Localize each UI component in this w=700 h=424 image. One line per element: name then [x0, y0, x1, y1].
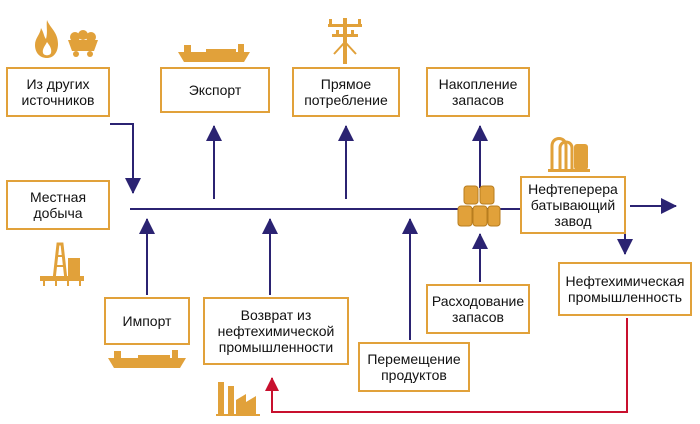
- coal-cart-icon: [68, 30, 98, 57]
- stock-build-box: Накопление запасов: [426, 67, 530, 117]
- power-pylon-icon: [328, 18, 362, 64]
- factory-icon: [216, 382, 260, 416]
- petrochem-return-label: Возврат из нефтехимической промышленност…: [217, 307, 335, 355]
- direct-consumption-box: Прямое потребление: [292, 67, 400, 117]
- petrochemical-industry-box: Нефтехимическая промышленность: [558, 262, 692, 316]
- product-transfer-box: Перемещение продуктов: [358, 342, 470, 392]
- other-sources-box: Из других источников: [6, 67, 110, 117]
- oil-rig-icon: [40, 242, 84, 286]
- other-sources-label: Из других источников: [21, 76, 95, 108]
- direct-consumption-label: Прямое потребление: [304, 76, 388, 108]
- flame-icon: [35, 20, 58, 58]
- arrow-other-sources: [110, 123, 141, 194]
- export-box: Экспорт: [160, 67, 270, 113]
- export-label: Экспорт: [188, 82, 242, 98]
- refinery-tanks-icon: [548, 137, 590, 172]
- stock-draw-label: Расходование запасов: [431, 293, 525, 325]
- refinery-label: Нефтеперера батывающий завод: [528, 181, 618, 229]
- petrochem-return-box: Возврат из нефтехимической промышленност…: [203, 297, 349, 365]
- stock-draw-box: Расходование запасов: [426, 284, 530, 334]
- arrow-petrochem-return-red: [265, 318, 628, 413]
- tanker-ship-icon: [178, 44, 250, 62]
- tanker-ship-icon: [108, 350, 186, 368]
- local-production-label: Местная добыча: [29, 189, 87, 221]
- refinery-box: Нефтеперера батывающий завод: [520, 176, 626, 234]
- product-transfer-label: Перемещение продуктов: [367, 351, 461, 383]
- import-box: Импорт: [104, 297, 190, 345]
- import-label: Импорт: [122, 313, 172, 329]
- petrochemical-industry-label: Нефтехимическая промышленность: [565, 273, 685, 305]
- stock-build-label: Накопление запасов: [438, 76, 518, 108]
- local-production-box: Местная добыча: [6, 180, 110, 230]
- oil-barrels-icon: [457, 185, 501, 227]
